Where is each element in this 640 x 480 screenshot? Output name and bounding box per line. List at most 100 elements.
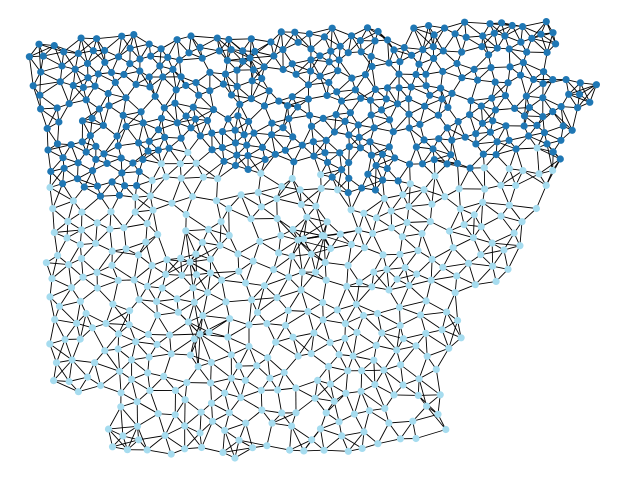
graph-node-north	[361, 71, 369, 79]
graph-node-south	[406, 180, 414, 188]
graph-node-north	[390, 46, 398, 54]
graph-edge	[94, 362, 102, 386]
graph-edge	[71, 359, 88, 378]
graph-node-north	[37, 105, 45, 113]
graph-node-north	[92, 155, 100, 163]
graph-edge	[57, 121, 60, 144]
graph-edge	[393, 394, 419, 396]
graph-edge	[71, 338, 81, 361]
graph-node-south	[360, 209, 368, 217]
graph-node-north	[136, 55, 144, 63]
graph-node-north	[53, 104, 61, 112]
graph-edge	[356, 303, 378, 314]
graph-node-south	[107, 208, 115, 216]
graph-node-south	[225, 409, 233, 417]
graph-edge	[345, 304, 357, 324]
graph-edge	[353, 391, 362, 415]
graph-edge	[111, 265, 135, 281]
graph-node-north	[344, 49, 352, 57]
graph-edge	[131, 379, 138, 402]
graph-node-north	[96, 192, 105, 200]
graph-node-north	[586, 98, 594, 106]
graph-edge	[276, 189, 301, 200]
graph-edge	[96, 250, 113, 273]
graph-edge	[363, 315, 383, 334]
graph-edge	[189, 261, 194, 288]
graph-edge	[374, 165, 377, 191]
graph-node-south	[194, 363, 202, 371]
graph-edge	[361, 179, 383, 189]
graph-node-north	[328, 173, 336, 181]
graph-edge	[157, 413, 166, 436]
graph-edge	[240, 397, 263, 411]
graph-node-north	[384, 36, 392, 44]
graph-node-north	[137, 108, 145, 116]
graph-edge	[85, 313, 107, 324]
graph-node-north	[250, 129, 258, 137]
graph-edge	[322, 319, 331, 343]
graph-edge	[227, 336, 250, 347]
graph-node-south	[465, 259, 473, 267]
graph-edge	[258, 186, 282, 193]
graph-node-south	[245, 342, 253, 351]
graph-node-north	[405, 124, 413, 132]
graph-node-south	[248, 296, 256, 304]
graph-node-north	[244, 152, 252, 160]
graph-edge	[355, 286, 373, 305]
graph-edge	[413, 27, 424, 50]
graph-node-north	[246, 54, 254, 62]
graph-node-south	[146, 386, 154, 395]
graph-edge	[363, 410, 370, 433]
graph-node-south	[399, 381, 407, 389]
graph-edge	[363, 213, 374, 234]
graph-node-north	[196, 43, 204, 52]
graph-node-north	[383, 164, 391, 173]
graph-node-south	[347, 206, 355, 214]
graph-node-south	[449, 244, 457, 252]
graph-edge	[418, 394, 441, 396]
graph-node-north	[99, 121, 107, 129]
graph-node-south	[371, 381, 379, 389]
graph-node-south	[322, 276, 330, 284]
graph-node-north	[422, 70, 430, 78]
graph-node-north	[157, 45, 165, 53]
graph-node-south	[135, 296, 143, 304]
graph-node-north	[203, 117, 212, 125]
graph-edge	[287, 289, 302, 311]
graph-edge	[442, 262, 469, 268]
graph-node-north	[175, 56, 184, 64]
graph-node-south	[181, 445, 189, 453]
graph-edge	[300, 271, 316, 291]
graph-edge	[197, 333, 201, 367]
graph-node-south	[65, 377, 73, 386]
graph-node-south	[79, 273, 87, 281]
graph-node-north	[171, 99, 179, 107]
graph-node-north	[82, 96, 90, 104]
graph-node-south	[347, 240, 355, 249]
graph-node-north	[208, 129, 216, 137]
graph-node-north	[195, 91, 203, 99]
graph-edge	[171, 178, 182, 204]
graph-node-north	[122, 122, 130, 131]
graph-edge	[49, 187, 74, 202]
graph-node-south	[74, 388, 82, 396]
graph-edge	[507, 245, 521, 270]
graph-node-south	[378, 329, 386, 337]
graph-node-south	[226, 315, 234, 323]
graph-node-north	[196, 132, 204, 140]
graph-node-north	[517, 71, 525, 79]
graph-edge	[240, 194, 262, 208]
graph-edge	[423, 189, 445, 198]
graph-edge	[442, 247, 454, 268]
graph-edge	[240, 194, 252, 219]
graph-node-north	[231, 139, 240, 147]
graph-node-south	[264, 354, 272, 362]
graph-node-south	[344, 261, 352, 269]
graph-node-north	[275, 97, 283, 105]
graph-edge	[425, 300, 447, 313]
graph-node-south	[320, 232, 328, 240]
graph-node-north	[351, 86, 359, 94]
graph-node-north	[368, 62, 376, 71]
graph-node-south	[157, 160, 165, 168]
graph-node-north	[447, 151, 455, 159]
